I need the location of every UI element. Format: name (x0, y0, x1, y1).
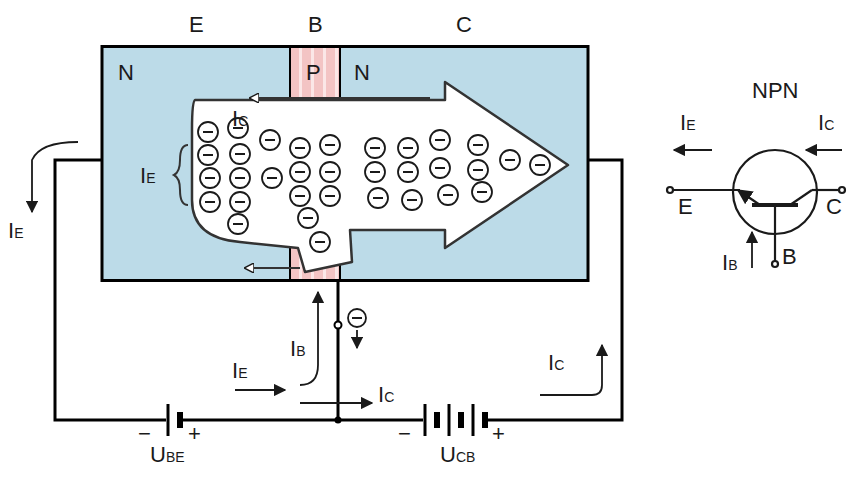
terminal-name: B (782, 246, 797, 268)
current-label: IE (140, 165, 155, 187)
npn-symbol (667, 150, 845, 268)
voltage-label: UCB (440, 444, 475, 466)
polarity-sign: + (492, 423, 505, 445)
symbol-title: NPN (752, 80, 798, 102)
terminal-heading: B (308, 14, 323, 36)
terminal-heading: E (189, 14, 204, 36)
doping-type: N (118, 62, 134, 84)
current-label: IE (8, 220, 23, 242)
terminal-name: E (678, 196, 693, 218)
polarity-sign: + (188, 423, 201, 445)
doping-type: P (306, 62, 321, 84)
current-label: IC (232, 108, 248, 130)
current-label: IB (722, 252, 737, 274)
electron-symbols (198, 118, 550, 252)
terminal-heading: C (456, 14, 472, 36)
electron-flow-arrow (192, 82, 568, 272)
current-label: IE (680, 112, 695, 134)
voltage-label: UBE (150, 444, 185, 466)
current-label: IE (232, 360, 247, 382)
current-label: IB (290, 338, 305, 360)
doping-type: N (354, 62, 370, 84)
terminal-name: C (826, 196, 842, 218)
polarity-sign: − (138, 423, 151, 445)
current-label: IC (818, 112, 834, 134)
current-label: IC (378, 384, 394, 406)
polarity-sign: − (398, 423, 411, 445)
current-label: IC (548, 352, 564, 374)
